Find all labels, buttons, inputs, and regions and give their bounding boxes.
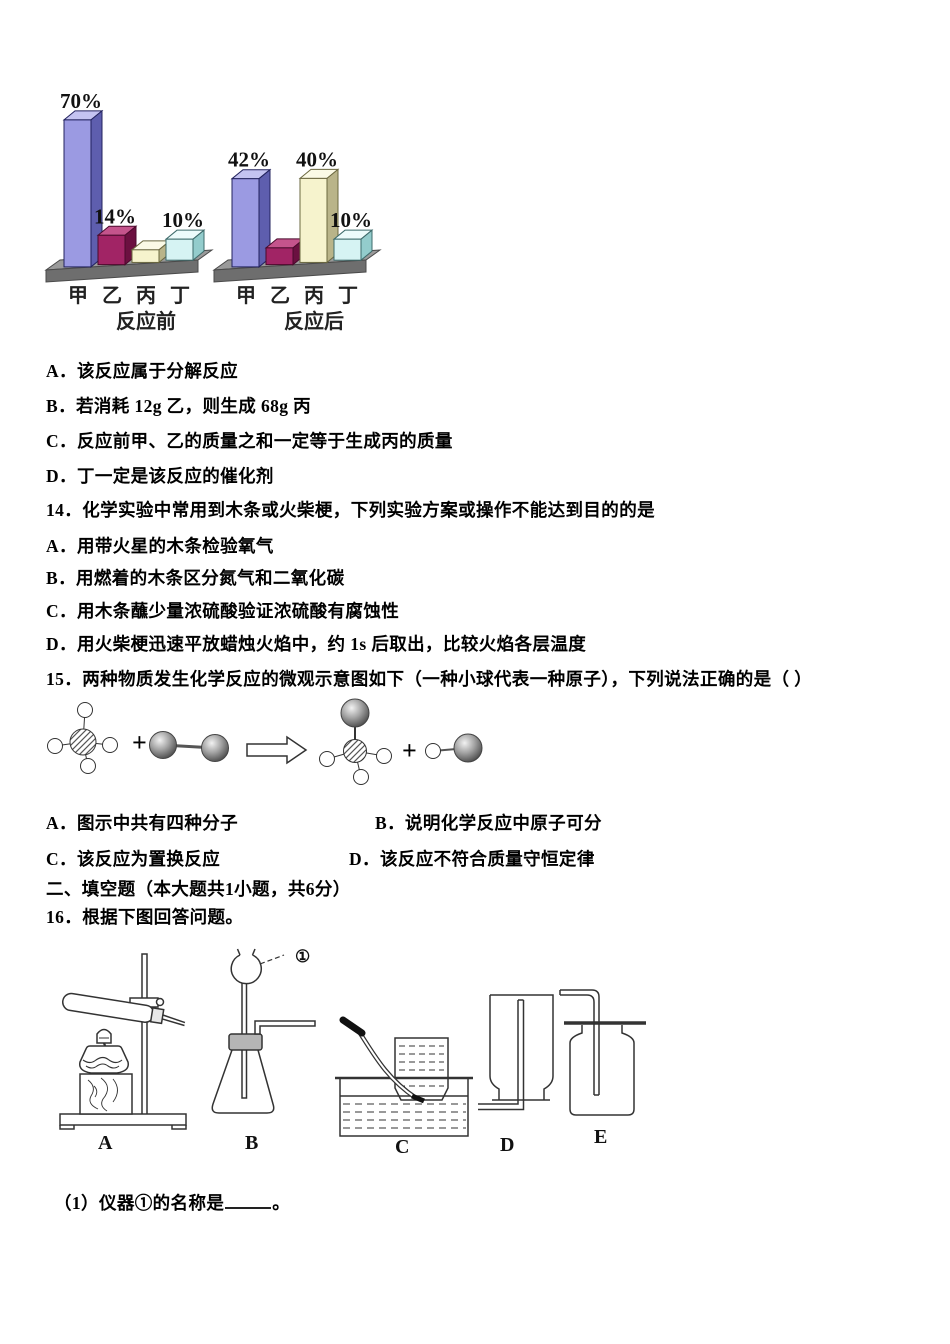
apparatus-c-water-displacement xyxy=(335,1016,473,1137)
category-label: 乙 xyxy=(270,285,290,307)
delivery-tube xyxy=(560,989,600,1095)
q15-stem: 15．两种物质发生化学反应的微观示意图如下（一种小球代表一种原子），下列说法正确… xyxy=(46,669,813,689)
product-molecule-2 xyxy=(425,733,483,763)
q14-stem: 14．化学实验中常用到木条或火柴梗，下列实验方案或操作不能达到目的的是 xyxy=(46,500,655,520)
bar-甲-反应前 xyxy=(63,119,92,268)
apparatus-e-upward-displacement xyxy=(559,989,646,1116)
group-label: 反应后 xyxy=(284,309,344,333)
apparatus-label-b: B xyxy=(245,1132,259,1154)
bar-value-label: 40% xyxy=(296,147,338,171)
q16-sub1-prefix: （1）仪器①的名称是 xyxy=(54,1193,225,1213)
apparatus-label-a: A xyxy=(98,1132,113,1154)
thistle-funnel-bulb xyxy=(230,954,262,985)
category-label: 甲 xyxy=(68,285,88,307)
bar-乙-反应前 xyxy=(97,234,126,266)
apparatus-d-downward-displacement xyxy=(478,994,554,1111)
reaction-bar-chart: 70%甲14%乙丙10%丁反应前42%甲乙40%丙10%丁反应后 xyxy=(44,89,382,333)
category-label: 丙 xyxy=(304,285,324,307)
instrument-1-callout: ① xyxy=(295,947,310,966)
plus-sign: + xyxy=(402,736,417,765)
apparatus-a-heating-setup xyxy=(59,953,187,1130)
bar-group-1: 70% 甲 14% 乙丙 10% 丁反应前 xyxy=(44,89,214,333)
bar-丁-反应前 xyxy=(165,238,194,261)
plus-sign: + xyxy=(132,728,147,757)
q13-option-a: A．该反应属于分解反应 xyxy=(46,361,239,381)
bar-value-label: 14% xyxy=(94,204,136,228)
bar-丙-反应前 xyxy=(131,249,160,263)
q15-option-a: A．图示中共有四种分子 xyxy=(46,813,239,833)
bar-value-label: 10% xyxy=(162,208,204,232)
inverted-bottle xyxy=(490,994,554,1100)
answer-blank xyxy=(225,1193,272,1209)
reaction-arrow-icon xyxy=(246,735,308,765)
q16-sub1: （1）仪器①的名称是 。 xyxy=(54,1190,290,1215)
tube-rubber-end xyxy=(339,1016,366,1037)
product-molecule-1 xyxy=(319,698,392,785)
test-tube xyxy=(61,992,186,1027)
category-label: 丁 xyxy=(170,285,190,307)
bar-value-label: 42% xyxy=(228,148,270,172)
wood-block xyxy=(79,1073,133,1115)
apparatus-label-d: D xyxy=(500,1134,515,1156)
q16-stem: 16．根据下图回答问题。 xyxy=(46,907,244,927)
bar-value-label: 70% xyxy=(60,89,102,113)
group-label: 反应前 xyxy=(116,309,176,333)
platform-front xyxy=(213,259,367,283)
reactant-molecule-1 xyxy=(47,702,118,774)
delivery-tube xyxy=(478,1000,519,1105)
bar-value-label: 10% xyxy=(330,208,372,232)
category-label: 乙 xyxy=(102,285,122,307)
q13-option-c: C．反应前甲、乙的质量之和一定等于生成丙的质量 xyxy=(46,431,453,451)
q14-option-c: C．用木条蘸少量浓硫酸验证浓硫酸有腐蚀性 xyxy=(46,601,400,621)
platform-front xyxy=(45,259,199,283)
delivery-tube xyxy=(254,1020,316,1035)
apparatus-label-e: E xyxy=(594,1126,608,1148)
bar-丙-反应后 xyxy=(299,177,328,263)
rubber-stopper xyxy=(228,1033,263,1051)
q13-option-d: D．丁一定是该反应的催化剂 xyxy=(46,466,274,486)
callout-leader-line xyxy=(259,954,285,965)
section-2-heading: 二、填空题（本大题共1小题，共6分） xyxy=(46,879,351,899)
gas-bottle xyxy=(569,1025,635,1116)
apparatus-b-gas-generator: ① xyxy=(211,947,316,1114)
q15-option-d: D．该反应不符合质量守恒定律 xyxy=(349,849,595,869)
q15-option-c: C．该反应为置换反应 xyxy=(46,849,221,869)
q15-option-b: B．说明化学反应中原子可分 xyxy=(375,813,602,833)
reactant-molecule-2 xyxy=(149,731,229,762)
bar-甲-反应后 xyxy=(231,178,260,268)
alcohol-lamp xyxy=(78,1028,130,1074)
bar-group-2: 42% 甲乙 40% 丙 10% 丁反应后 xyxy=(212,147,382,333)
category-label: 甲 xyxy=(236,285,256,307)
q16-sub1-suffix: 。 xyxy=(272,1193,291,1213)
q14-option-a: A．用带火星的木条检验氧气 xyxy=(46,536,274,556)
q14-option-d: D．用火柴梗迅速平放蜡烛火焰中，约 1s 后取出，比较火焰各层温度 xyxy=(46,634,587,654)
category-label: 丙 xyxy=(136,285,156,307)
bar-丁-反应后 xyxy=(333,238,362,261)
category-label: 丁 xyxy=(338,285,358,307)
apparatus-label-c: C xyxy=(395,1136,410,1158)
molecule-reaction-diagram: + + xyxy=(47,698,483,785)
q14-option-b: B．用燃着的木条区分氮气和二氧化碳 xyxy=(46,568,345,588)
q13-option-b: B．若消耗 12g 乙，则生成 68g 丙 xyxy=(46,396,312,416)
bar-乙-反应后 xyxy=(265,247,294,266)
